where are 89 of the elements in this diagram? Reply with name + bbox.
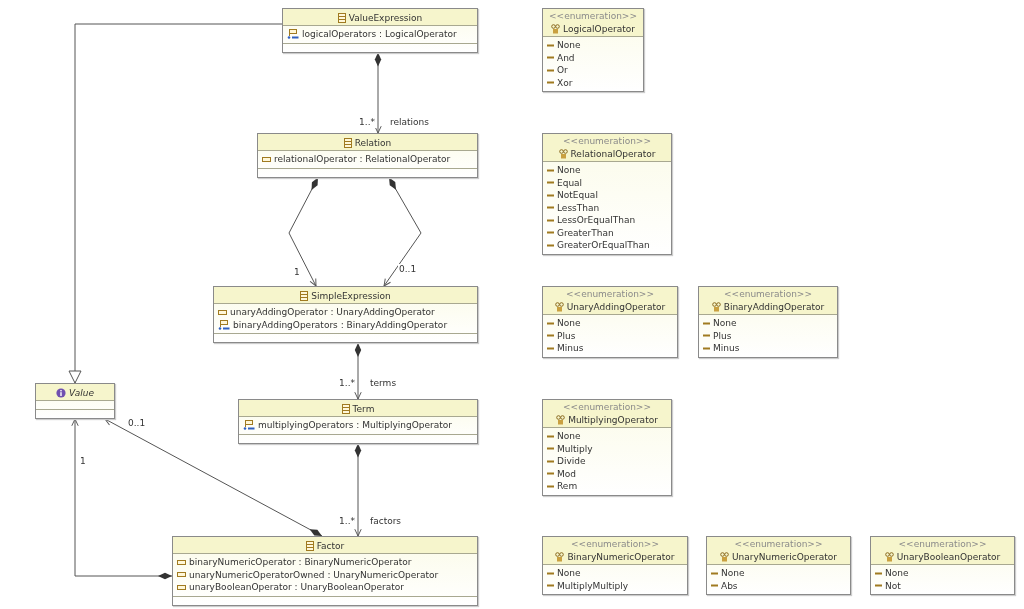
enum-literal: And — [557, 52, 575, 63]
generalization-arrow — [68, 23, 283, 384]
stereotype-label: <<enumeration>> — [563, 402, 651, 413]
enumeration-box — [870, 536, 1015, 595]
edge-label: 1 — [79, 456, 87, 467]
enum-literal: LessOrEqualThan — [557, 215, 636, 226]
class-box — [172, 536, 478, 606]
edge-label: terms — [369, 378, 398, 389]
interface-name: Value — [69, 387, 94, 398]
composition-arrow — [383, 177, 422, 287]
class-name: Factor — [316, 540, 345, 551]
composition-arrow — [374, 52, 382, 134]
enum-literal: Not — [885, 580, 901, 591]
enum-literal: None — [721, 568, 745, 579]
edge-label: relations — [389, 117, 430, 128]
enum-literal: Equal — [557, 177, 583, 188]
attribute-text: logicalOperators : LogicalOperator — [302, 29, 457, 40]
enumeration-name: BinaryAddingOperator — [723, 301, 825, 312]
enum-literal: LessThan — [557, 202, 600, 213]
enum-literal: MultiplyMultiply — [557, 580, 629, 591]
class-name: ValueExpression — [348, 12, 423, 23]
enumeration-box — [542, 286, 678, 358]
composition-arrow — [288, 177, 319, 287]
enum-literal: Minus — [713, 343, 740, 354]
stereotype-label: <<enumeration>> — [898, 539, 987, 550]
enum-literal: Abs — [721, 580, 738, 591]
enum-literal: Plus — [713, 330, 732, 341]
attribute-text: unaryNumericOperatorOwned : UnaryNumericOperator — [189, 569, 439, 580]
class-box — [282, 8, 478, 53]
attribute-text: unaryBooleanOperator : UnaryBooleanOperator — [189, 582, 404, 593]
enum-literal: None — [557, 431, 581, 442]
stereotype-label: <<enumeration>> — [563, 136, 651, 147]
enumeration-box — [542, 8, 644, 92]
enum-literal: Minus — [557, 343, 584, 354]
attribute-text: multiplyingOperators : MultiplyingOperator — [258, 420, 452, 431]
class-box — [257, 133, 478, 178]
enumeration-box — [542, 536, 688, 595]
enum-literal: GreaterOrEqualThan — [557, 240, 650, 251]
enumeration-box — [706, 536, 851, 595]
edge-label: 1 — [293, 267, 301, 278]
composition-arrow — [354, 342, 362, 400]
composition-arrow — [354, 443, 362, 537]
edge-label: 0..1 — [398, 264, 418, 275]
stereotype-label: <<enumeration>> — [566, 289, 654, 300]
enum-literal: Rem — [557, 481, 578, 492]
enumeration-name: BinaryNumericOperator — [567, 551, 675, 562]
enumeration-name: LogicalOperator — [563, 23, 635, 34]
edge-label: factors — [369, 516, 403, 527]
enumeration-name: MultiplyingOperator — [568, 414, 658, 425]
enumeration-box — [542, 399, 672, 496]
enum-literal: GreaterThan — [557, 227, 614, 238]
enum-literal: Xor — [557, 77, 573, 88]
enum-literal: None — [557, 40, 581, 51]
multiplicity-label: 1..* — [338, 378, 356, 389]
enum-literal: None — [713, 318, 737, 329]
attribute-text: unaryAddingOperator : UnaryAddingOperator — [230, 307, 435, 318]
class-name: Relation — [354, 137, 392, 148]
enumeration-name: UnaryAddingOperator — [566, 301, 666, 312]
stereotype-label: <<enumeration>> — [549, 11, 637, 22]
enum-literal: None — [557, 318, 581, 329]
enum-literal: Or — [557, 65, 568, 76]
class-box — [238, 399, 478, 444]
enumeration-name: UnaryNumericOperator — [732, 551, 837, 562]
enum-literal: Divide — [557, 456, 586, 467]
attribute-text: relationalOperator : RelationalOperator — [274, 154, 451, 165]
stereotype-label: <<enumeration>> — [724, 289, 812, 300]
enumeration-name: UnaryBooleanOperator — [896, 551, 1001, 562]
enum-literal: Mod — [557, 468, 576, 479]
enumeration-box — [542, 133, 672, 255]
enum-literal: None — [557, 165, 581, 176]
stereotype-label: <<enumeration>> — [571, 539, 659, 550]
composition-arrow — [104, 418, 323, 537]
enum-literal: None — [557, 568, 581, 579]
attribute-text: binaryAddingOperators : BinaryAddingOperator — [233, 319, 448, 330]
enum-literal: Plus — [557, 330, 576, 341]
enumeration-name: RelationalOperator — [570, 148, 656, 159]
attribute-text: binaryNumericOperator : BinaryNumericOperator — [189, 557, 412, 568]
enum-literal: NotEqual — [557, 190, 598, 201]
class-box — [213, 286, 478, 343]
multiplicity-label: 1..* — [338, 516, 356, 527]
class-name: SimpleExpression — [311, 290, 391, 301]
multiplicity-label: 1..* — [358, 117, 376, 128]
stereotype-label: <<enumeration>> — [734, 539, 823, 550]
edge-label: 0..1 — [127, 418, 147, 429]
enumeration-box — [698, 286, 838, 358]
class-name: Term — [352, 403, 375, 414]
interface-box — [35, 383, 115, 419]
enum-literal: Multiply — [557, 443, 593, 454]
enum-literal: None — [885, 568, 909, 579]
